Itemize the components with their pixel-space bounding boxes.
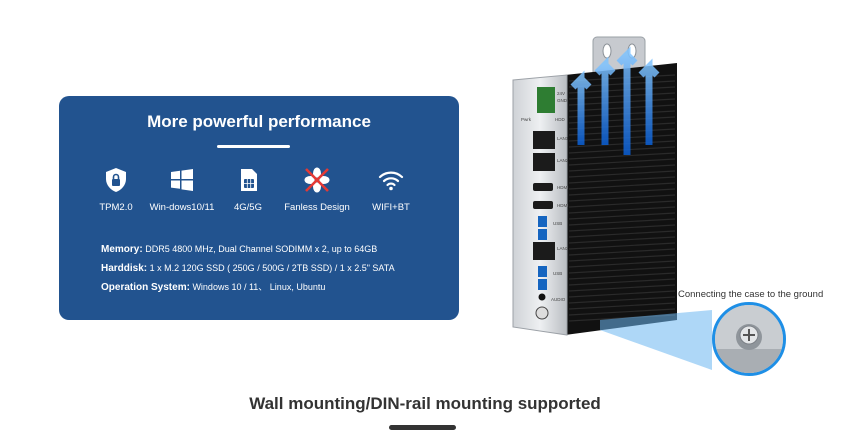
feature-label: TPM2.0 xyxy=(99,202,133,213)
heatsink-fin xyxy=(568,302,676,310)
ground-screw-zoom xyxy=(712,302,786,376)
heatsink-fin xyxy=(568,248,676,256)
heatsink-fin xyxy=(568,308,676,316)
power-button xyxy=(535,306,549,320)
feature-fanless: Fanless Design xyxy=(272,166,362,213)
heatsink-fin xyxy=(568,122,676,130)
heatsink-fin xyxy=(568,290,676,298)
spec-list: Memory: DDR5 4800 MHz, Dual Channel SODI… xyxy=(101,240,395,297)
port-label: HDMI xyxy=(557,185,569,190)
heatsink-fin xyxy=(568,188,676,196)
port-label: 24V xyxy=(557,91,565,96)
heatsink-fin xyxy=(568,164,676,172)
audio-jack xyxy=(538,293,546,301)
hdmi-port-1 xyxy=(533,183,553,191)
feature-label: Win-dows10/11 xyxy=(149,202,215,213)
spec-key: Operation System: xyxy=(101,282,190,293)
port-label: LAN1 xyxy=(557,136,569,141)
mounting-headline: Wall mounting/DIN-rail mounting supporte… xyxy=(249,394,601,413)
usb-port xyxy=(538,266,547,277)
panel-title: More powerful performance xyxy=(147,112,371,131)
spec-memory: Memory: DDR5 4800 MHz, Dual Channel SODI… xyxy=(101,240,395,259)
hdmi-port-2 xyxy=(533,201,553,209)
port-label: GND xyxy=(557,98,568,103)
port-label: USB xyxy=(553,271,562,276)
heatsink-fin xyxy=(568,116,676,124)
heatsink-fin xyxy=(568,212,676,220)
sim-card-icon xyxy=(241,169,257,191)
heatsink-fin xyxy=(568,230,676,238)
performance-panel: More powerful performance TPM2.0 Win-dow… xyxy=(59,96,459,320)
callout-beam xyxy=(600,310,712,370)
heatsink-fins xyxy=(568,74,676,322)
heatsink-fin xyxy=(568,110,676,118)
usb-port xyxy=(538,229,547,240)
port-label: LAN3 xyxy=(557,246,569,251)
heatsink-fin xyxy=(568,86,676,94)
port-label: AUDIO xyxy=(551,297,566,302)
heatsink-fin xyxy=(568,278,676,286)
heatsink-fin xyxy=(568,170,676,178)
title-underline xyxy=(217,145,290,148)
heatsink-fin xyxy=(568,254,676,262)
spec-value: Windows 10 / 11、 Linux, Ubuntu xyxy=(192,282,326,292)
heatsink-fin xyxy=(568,272,676,280)
heatsink-fin xyxy=(568,200,676,208)
heatsink-fin xyxy=(568,92,676,100)
shield-lock-icon xyxy=(106,168,126,192)
port-label: HDMI xyxy=(557,203,569,208)
screw-icon xyxy=(715,305,783,373)
headline-underline xyxy=(389,425,456,430)
spec-os: Operation System: Windows 10 / 11、 Linux… xyxy=(101,278,395,297)
port-label: USB xyxy=(553,221,562,226)
lan3-port xyxy=(533,242,555,260)
spec-value: 1 x M.2 120G SSD ( 250G / 500G / 2TB SSD… xyxy=(149,263,395,273)
port-label: LAN2 xyxy=(557,158,569,163)
port-label: Pwrk xyxy=(521,117,532,122)
heatsink-fin xyxy=(568,104,676,112)
spec-value: DDR5 4800 MHz, Dual Channel SODIMM x 2, … xyxy=(145,244,378,254)
spec-key: Memory: xyxy=(101,244,143,255)
heatsink-fin xyxy=(568,134,676,142)
feature-windows: Win-dows10/11 xyxy=(137,166,227,213)
heatsink-fin xyxy=(568,146,676,154)
feature-wifi: WIFI+BT xyxy=(346,166,436,213)
heatsink-fin xyxy=(568,284,676,292)
heatsink-fin xyxy=(568,194,676,202)
spec-harddisk: Harddisk: 1 x M.2 120G SSD ( 250G / 500G… xyxy=(101,259,395,278)
feature-label: WIFI+BT xyxy=(372,202,410,213)
heatsink-fin xyxy=(568,236,676,244)
feature-label: 4G/5G xyxy=(234,202,262,213)
heatsink-fin xyxy=(568,260,676,268)
heatsink-fin xyxy=(568,242,676,250)
feature-4g5g: 4G/5G xyxy=(203,166,293,213)
usb-port xyxy=(538,279,547,290)
heatsink-fin xyxy=(568,296,676,304)
windows-icon xyxy=(171,169,193,191)
ground-callout-label: Connecting the case to the ground xyxy=(678,289,824,300)
heatsink-fin xyxy=(568,182,676,190)
feature-tpm: TPM2.0 xyxy=(71,166,161,213)
heatsink-fin xyxy=(568,266,676,274)
spec-key: Harddisk: xyxy=(101,263,148,274)
lan2-port xyxy=(533,153,555,171)
heatsink-fin xyxy=(568,140,676,148)
lan1-port xyxy=(533,131,555,149)
port-label: HDD xyxy=(555,117,565,122)
heatsink-fin xyxy=(568,158,676,166)
feature-label: Fanless Design xyxy=(284,202,350,213)
heatsink-fin xyxy=(568,224,676,232)
heatsink-fin xyxy=(568,152,676,160)
usb-port xyxy=(538,216,547,227)
heatsink-fin xyxy=(568,98,676,106)
fan-disabled-icon xyxy=(304,167,330,193)
airflow-arrows xyxy=(570,46,660,155)
wifi-icon xyxy=(378,171,404,191)
heatsink-fin xyxy=(568,218,676,226)
heatsink-fin xyxy=(568,128,676,136)
heatsink-fin xyxy=(568,176,676,184)
heatsink-fin xyxy=(568,206,676,214)
